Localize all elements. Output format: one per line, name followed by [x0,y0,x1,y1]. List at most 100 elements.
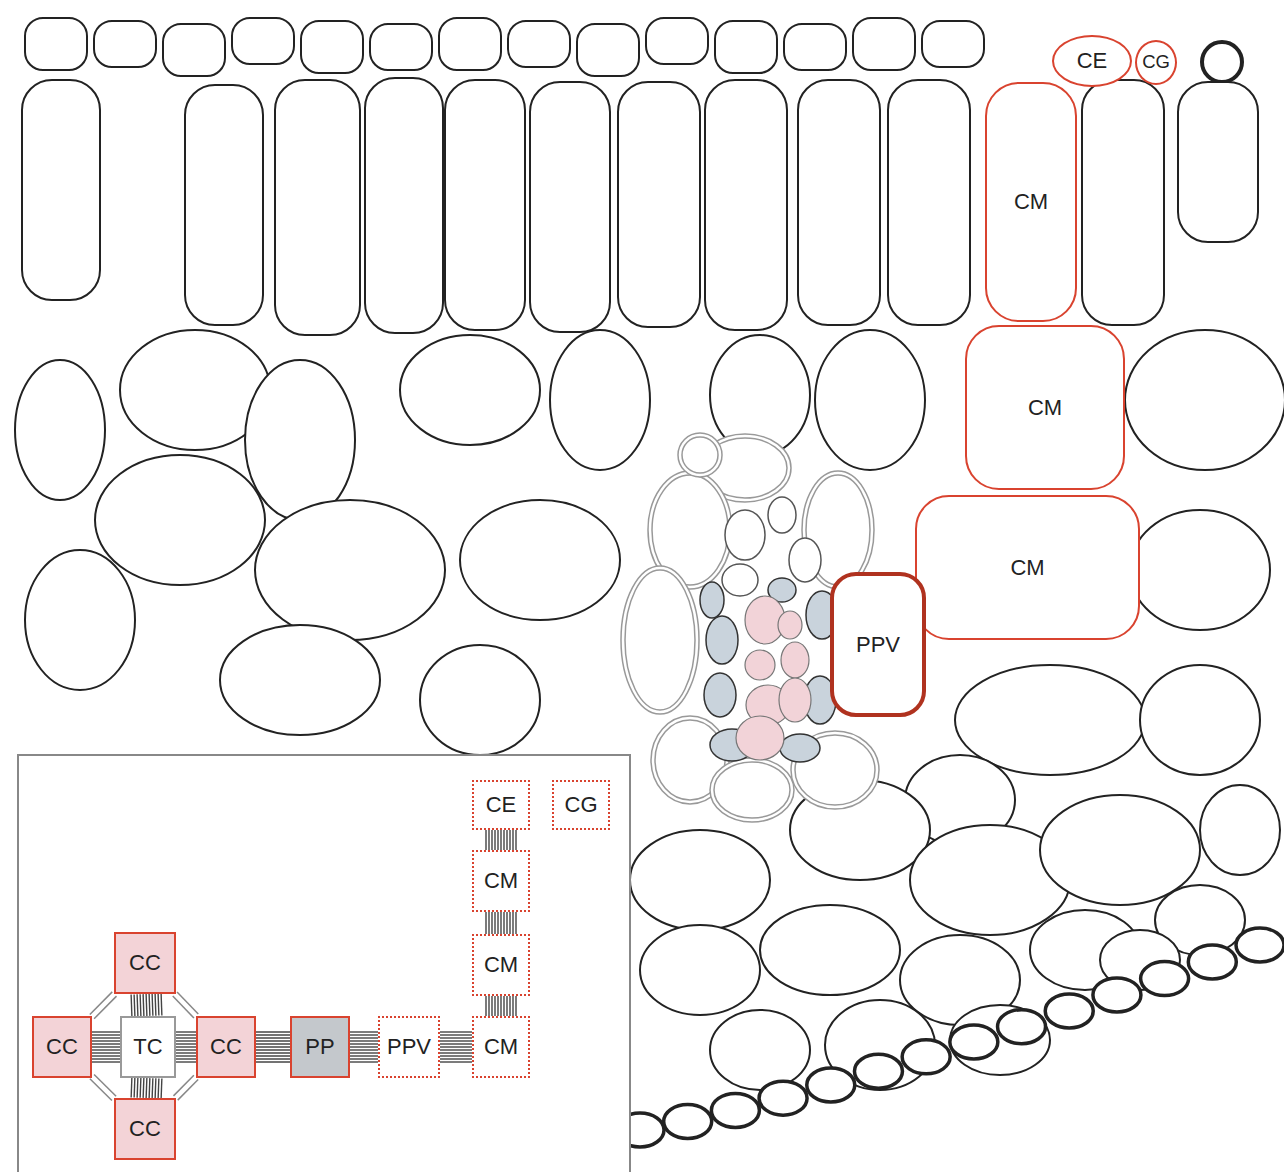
connector-stroke [485,996,486,1016]
connector-stroke [92,1034,120,1035]
palisade-cell [445,80,525,330]
plasmodesmata-band [176,1032,196,1062]
connector-stroke [440,1037,472,1038]
connector-stroke [256,1037,290,1038]
mesophyll-cell [1140,665,1260,775]
connector-stroke [512,912,513,934]
mesophyll-cell [460,500,620,620]
connector-stroke [440,1049,472,1050]
palisade-cell [365,78,443,333]
epidermis-cell [94,21,156,67]
connector-stroke [494,996,495,1016]
connector-stroke [157,1078,159,1098]
connector-stroke [515,830,516,850]
epidermis-cell [784,24,846,70]
cell-box: CC [114,1098,176,1160]
mesophyll-cell [640,925,760,1015]
companion-cell [745,650,775,680]
epidermis-cell [163,24,225,76]
cell-box: CM [472,850,530,912]
epidermis-cell [301,21,363,73]
connector-stroke [145,994,147,1016]
epidermis-cell [1202,42,1242,82]
double-connector [90,992,117,1019]
mesophyll-cell [15,360,105,500]
connector-stroke [491,912,492,934]
parenchyma-cell [768,497,796,533]
connector-stroke [139,994,141,1016]
mesophyll-cell [95,455,265,585]
epidermis-cell [998,1010,1046,1044]
cell-label: CM [484,1036,518,1058]
connector-stroke [256,1058,290,1059]
connector-stroke [497,912,498,934]
connector-stroke [440,1031,472,1032]
companion-cell [736,716,784,760]
connector-stroke [92,1058,120,1059]
connector-stroke [145,1078,147,1098]
epidermis-cell [1188,945,1236,979]
cell-box: CE [472,780,530,830]
mesophyll-cell [550,330,650,470]
connector-stroke [154,994,156,1016]
mesophyll-cell [760,905,900,995]
epidermis-cell [25,18,87,70]
connector-stroke [350,1061,378,1062]
connector-stroke [142,1078,144,1098]
connector-stroke [92,1061,120,1062]
mesophyll-cell [1130,510,1270,630]
cell-label: CM [484,870,518,892]
bundle-sheath-cell [710,758,794,822]
connector-stroke [178,1079,198,1100]
bundle-sheath-cell [621,566,699,714]
epidermis-cell [370,24,432,70]
connector-stroke [350,1037,378,1038]
cell-label: CE [1077,50,1108,72]
plasmodesmata-band [131,993,162,1016]
connector-stroke [176,1046,196,1047]
plasmodesmata-band [440,1032,472,1062]
mesophyll-cell [815,330,925,470]
connector-stroke [256,1040,290,1041]
connector-stroke [509,996,510,1016]
connector-stroke [92,1037,120,1038]
connector-stroke [506,996,507,1016]
mesophyll-cell [255,500,445,640]
cell-label: TC [133,1036,162,1058]
palisade-cell [888,80,970,325]
connector-stroke [515,912,516,934]
connector-stroke [350,1055,378,1056]
connector-stroke [515,996,516,1016]
connector-stroke [350,1046,378,1047]
phloem-parenchyma [704,673,736,717]
plasmodesmata-band [486,996,516,1016]
double-connector [173,992,199,1018]
connector-stroke [256,1046,290,1047]
connector-stroke [509,830,510,850]
connector-stroke [440,1061,472,1062]
epidermis-cell [232,18,294,64]
connector-stroke [512,996,513,1016]
connector-stroke [500,912,501,934]
palisade-cell [22,80,100,300]
mesophyll-cell [420,645,540,755]
bundle-sheath-cell [678,433,722,477]
connector-stroke [176,1049,196,1050]
connector-stroke [176,1040,196,1041]
connector-stroke [176,1052,196,1053]
connector-stroke [440,1034,472,1035]
cell-label: CM [1028,397,1062,419]
connector-stroke [500,830,501,850]
connector-stroke [509,912,510,934]
connector-stroke [488,912,489,934]
connector-stroke [350,1052,378,1053]
connector-stroke [142,994,144,1016]
epidermis-cell [853,18,915,70]
connector-stroke [133,994,135,1016]
epidermis-cell [577,24,639,76]
epidermis-cell [922,21,984,67]
cell-label: CG [565,794,598,816]
mesophyll-cell [630,830,770,930]
cell-box: PP [290,1016,350,1078]
palisade-cell [618,82,700,327]
